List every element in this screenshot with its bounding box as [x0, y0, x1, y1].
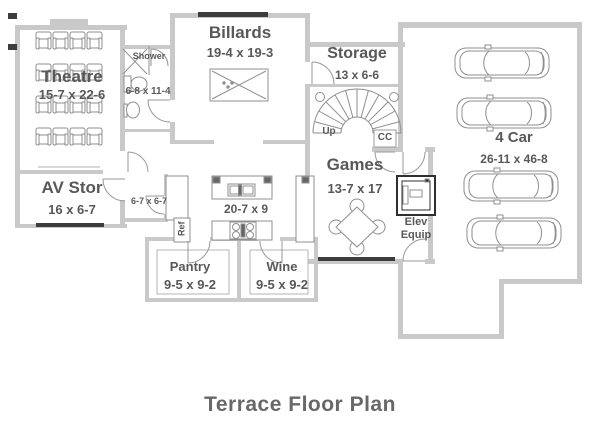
cc-closet-box: [373, 129, 397, 148]
curved-stairs: [312, 88, 402, 134]
windows: [8, 12, 395, 261]
room-dims-storage: 13 x 6-6: [334, 68, 380, 82]
room-dims-bar: 20-7 x 9: [223, 202, 269, 216]
refrigerator-label: Ref: [176, 221, 187, 236]
room-label-av-storage: AV Stor: [41, 178, 103, 197]
games-table: [328, 198, 386, 256]
right-counter: [295, 175, 315, 243]
left-counter: [165, 175, 191, 243]
elevator-equipment: [396, 175, 436, 216]
bar-island: [211, 175, 273, 200]
room-label-storage: Storage: [327, 45, 387, 62]
billiard-table: [209, 68, 269, 102]
room-label-garage: 4 Car: [495, 129, 533, 146]
shower-stall: [122, 46, 169, 75]
room-dims-pantry: 9-5 x 9-2: [163, 277, 217, 292]
room-dims-billards: 19-4 x 19-3: [206, 45, 274, 60]
stairs-up-label: Up: [322, 126, 336, 137]
room-label-games: Games: [326, 155, 384, 174]
soffit-line: [38, 166, 100, 168]
room-dims-games: 13-7 x 17: [327, 181, 383, 196]
room-dims-garage: 26-11 x 46-8: [480, 152, 548, 166]
room-dims-theatre: 15-7 x 22-6: [38, 87, 106, 102]
room-label-shower: Shower: [132, 51, 166, 61]
plan-title: Terrace Floor Plan: [204, 393, 396, 416]
toilet: [123, 75, 148, 93]
room-label-theatre: Theatre: [41, 67, 103, 86]
room-label-billards: Billards: [208, 23, 272, 42]
cooktop-counter: [211, 220, 273, 241]
room-label-wine: Wine: [266, 259, 298, 274]
room-label-elevator-line2: Equip: [400, 229, 432, 241]
room-dims-hall: 6-7 x 6-7: [130, 196, 168, 206]
stairs-cc-label: CC: [377, 132, 393, 143]
room-label-pantry: Pantry: [169, 259, 211, 274]
garage-cars: [454, 44, 562, 252]
sink: [123, 101, 140, 119]
room-dims-av-storage: 16 x 6-7: [48, 202, 96, 217]
room-dims-wine: 9-5 x 9-2: [255, 277, 309, 292]
wine-shelves: [249, 249, 309, 295]
pantry-shelves: [156, 249, 230, 295]
room-dims-shower: 6-8 x 11-4: [125, 86, 171, 97]
doors: [102, 61, 426, 264]
room-label-elevator-line1: Elev: [404, 216, 428, 228]
